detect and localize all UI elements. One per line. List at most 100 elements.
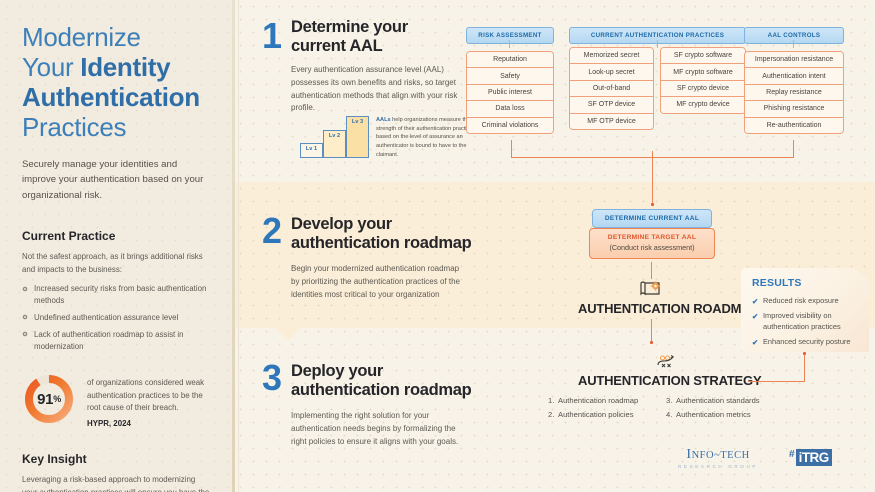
gear-bullet-icon — [22, 315, 28, 320]
aal-note-text: help organizations measure the strength … — [376, 117, 476, 158]
step-1-heading: Determine your current AAL — [291, 18, 462, 56]
donut-chart-svg — [25, 375, 73, 424]
connector-stub-controls — [793, 40, 795, 48]
info-tech-tagline: RESEARCH GROUP — [678, 464, 759, 469]
list-item: Increased security risks from basic auth… — [22, 283, 212, 307]
results-list: ✔ Reduced risk exposure ✔Improved visibil… — [752, 296, 860, 347]
strategy-number: 4. — [666, 410, 673, 419]
step-3-number: 3 — [262, 357, 282, 398]
list-item: 1.Authentication roadmap 3.Authenticatio… — [548, 396, 778, 405]
list-item-label: Authentication roadmap — [558, 396, 639, 405]
title-line-4: Practices — [22, 112, 127, 143]
itrg-hash: # — [789, 449, 795, 460]
flow-arrow-head-1 — [651, 203, 655, 207]
gear-bullet-icon — [22, 331, 28, 337]
list-item-label: Authentication standards — [676, 396, 760, 405]
flow-arrow-head-2 — [650, 341, 654, 345]
table-row: SF crypto device — [661, 80, 745, 98]
step-3-heading-line1: Deploy your — [291, 362, 384, 380]
donut-number: 91 — [37, 390, 54, 408]
donut-chart: 91% — [22, 372, 76, 426]
donut-unit: % — [53, 394, 61, 405]
table-row: Reputation — [467, 52, 553, 69]
pill-determine-target-aal[interactable]: DETERMINE TARGET AAL (Conduct risk asses… — [589, 228, 715, 259]
left-dot-texture — [0, 0, 232, 492]
pill-determine-current-aal[interactable]: DETERMINE CURRENT AAL — [592, 209, 712, 228]
list-item-label: Lack of authentication roadmap to assist… — [34, 329, 184, 351]
itrg-mark: iTRG — [795, 449, 832, 466]
connector-stub-practices — [657, 40, 659, 48]
check-icon: ✔ — [752, 297, 759, 306]
results-heading: RESULTS — [752, 277, 802, 289]
table-row: Out-of-band — [570, 80, 653, 98]
pill-target-line2: (Conduct risk assessment) — [609, 243, 695, 252]
flow-line-center-down — [652, 151, 654, 206]
connector-stub-risk — [509, 40, 511, 48]
roadmap-caption: AUTHENTICATION ROADMAP — [578, 301, 759, 316]
list-item-label: Increased security risks from basic auth… — [34, 284, 207, 306]
panel-divider — [232, 0, 235, 492]
current-practice-heading: Current Practice — [22, 229, 116, 244]
roadmap-icon — [638, 279, 664, 304]
list-item: ✔ Reduced risk exposure — [752, 296, 860, 307]
list-item-label: Improved visibility on authentication pr… — [763, 311, 841, 331]
strategy-number: 2. — [548, 410, 555, 419]
step-1-number: 1 — [262, 15, 282, 56]
page-subtitle: Securely manage your identities and impr… — [22, 158, 204, 201]
step-3-body: Implementing the right solution for your… — [291, 410, 459, 446]
step-1-heading-line2: current AAL — [291, 36, 383, 55]
list-item-label: Authentication metrics — [676, 410, 751, 419]
strategy-number: 1. — [548, 396, 555, 405]
table-row: Re-authentication — [745, 117, 843, 133]
table-row: Data loss — [467, 101, 553, 118]
left-panel: Modernize Your Identity Authentication P… — [0, 0, 232, 492]
page-title: Modernize Your Identity Authentication P… — [22, 22, 212, 143]
statistic-description: of organizations considered weak authent… — [87, 378, 205, 412]
flow-line-roadmap-down — [651, 319, 653, 343]
aal-note-bold: AALs — [376, 117, 391, 123]
strategy-list: 1.Authentication roadmap 3.Authenticatio… — [548, 396, 778, 424]
flow-line-left-drop — [511, 140, 513, 158]
table-row: Look-up secret — [570, 64, 653, 81]
table-row: Phishing resistance — [745, 101, 843, 118]
table-row: Memorized secret — [570, 48, 653, 65]
info-tech-logo: INFO~TECH RESEARCH GROUP — [678, 447, 758, 469]
results-card: RESULTS ✔ Reduced risk exposure ✔Improved… — [741, 268, 869, 352]
step-3: 3 Deploy your authentication roadmap Imp… — [262, 357, 487, 448]
table-row: Criminal violations — [467, 117, 553, 133]
flow-line-strategy-up — [804, 352, 806, 382]
statistic-source: HYPR, 2024 — [87, 419, 131, 429]
table-row: MF OTP device — [570, 113, 653, 129]
donut-value: 91% — [22, 372, 76, 426]
table-row: SF OTP device — [570, 97, 653, 114]
flow-arrow-head-3 — [803, 352, 807, 356]
statistic-block: 91% of organizations considered weak aut… — [22, 372, 212, 430]
info-tech-wordmark: INFO~TECH — [678, 447, 758, 463]
step-2: 2 Develop your authentication roadmap Be… — [262, 213, 482, 301]
flow-line-strategy-right — [748, 381, 805, 383]
column-box-practices-b: SF crypto software MF crypto software SF… — [660, 47, 746, 114]
current-practice-intro: Not the safest approach, as it brings ad… — [22, 252, 203, 274]
column-box: Impersonation resistance Authentication … — [744, 51, 844, 134]
aal-note: AALs help organizations measure the stre… — [376, 116, 488, 159]
table-row: Authentication intent — [745, 68, 843, 85]
band-notch-top — [275, 182, 301, 195]
table-row: Replay resistance — [745, 84, 843, 102]
table-row: Impersonation resistance — [745, 52, 843, 69]
gear-bullet-icon — [22, 286, 28, 291]
table-row: Public interest — [467, 84, 553, 102]
list-item: 2.Authentication policies 4.Authenticati… — [548, 410, 778, 419]
list-item-label: Enhanced security posture — [763, 336, 851, 346]
list-item-label: Undefined authentication assurance level — [34, 312, 179, 322]
list-item: Lack of authentication roadmap to assist… — [22, 329, 212, 353]
step-3-heading: Deploy your authentication roadmap — [291, 362, 487, 400]
title-line-3-bold: Authentication — [22, 82, 200, 113]
column-box-practices-a: Memorized secret Look-up secret Out-of-b… — [569, 47, 654, 130]
list-item: ✔Enhanced security posture — [752, 337, 860, 348]
list-item-label: Reduced risk exposure — [763, 296, 839, 305]
list-item: ✔Improved visibility on authentication p… — [752, 311, 860, 332]
info-tech-i: I — [686, 447, 692, 462]
pill-target-line1: DETERMINE TARGET AAL — [607, 234, 697, 241]
table-row: SF crypto software — [661, 48, 745, 65]
step-2-body: Begin your modernized authentication roa… — [291, 263, 460, 299]
